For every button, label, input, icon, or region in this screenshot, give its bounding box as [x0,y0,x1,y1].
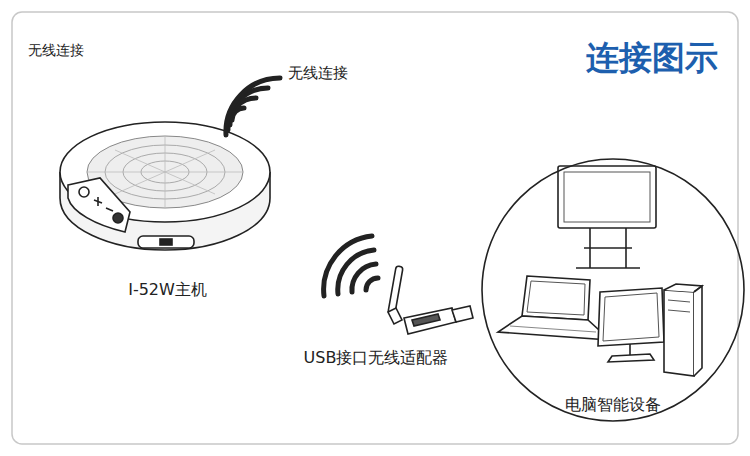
smart-devices-circle: 电脑智能设备 [480,157,746,423]
speakerphone-figure [60,122,270,250]
wireless-waves [226,78,280,135]
frame [12,12,738,444]
node-label: USB接口无线适配器 [304,348,449,369]
usb-adapter-figure [388,266,473,334]
host-device: I-52W主机 [55,112,280,308]
wireless-label: 无线连接 [28,42,84,60]
circle-outline [482,159,744,421]
diagram-title: 连接图示 [586,36,718,81]
circle-outline [480,157,746,423]
wireless-label: 无线连接 [288,64,348,83]
node-label: 电脑智能设备 [565,395,661,416]
devices-figure [498,166,702,376]
usb-adapter: USB接口无线适配器 [276,240,476,376]
wireless-waves [324,236,378,296]
node-label: I-52W主机 [128,280,207,301]
